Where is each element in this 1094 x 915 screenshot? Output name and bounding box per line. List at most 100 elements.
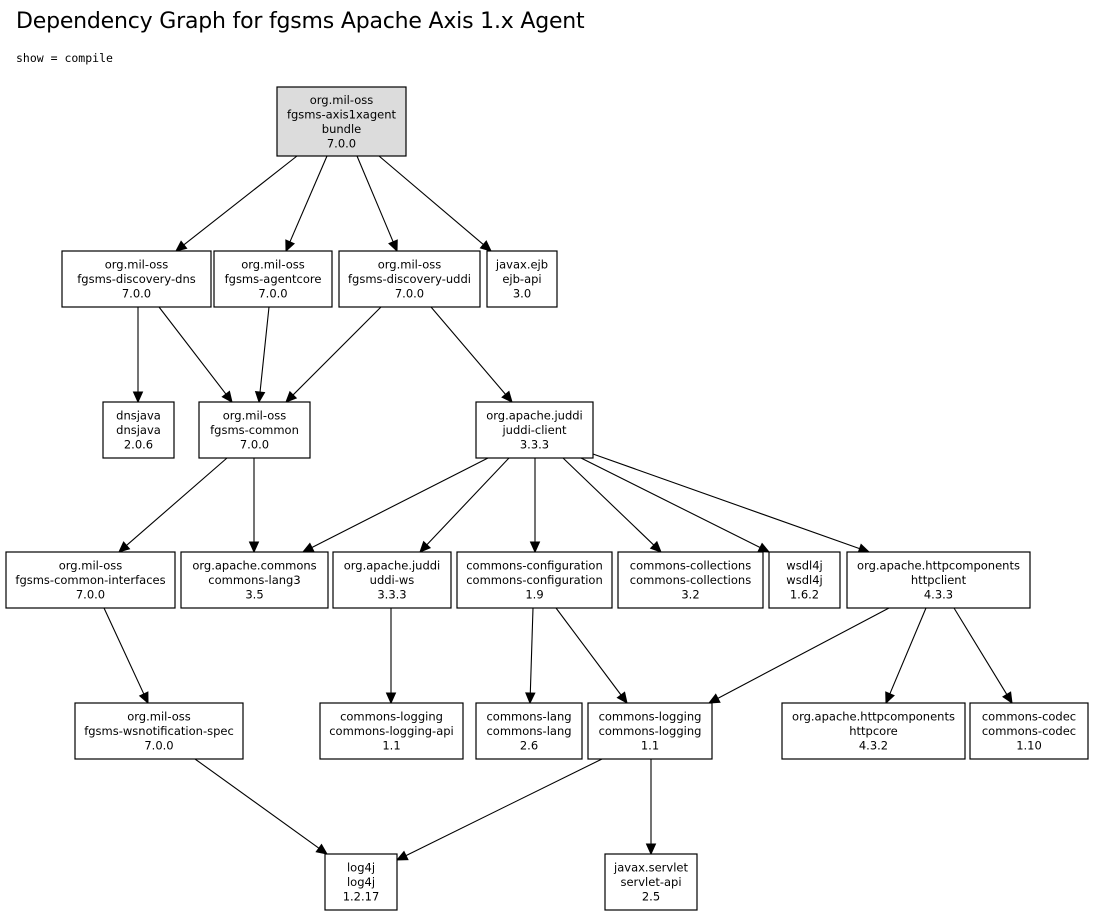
node-label-line: 2.6 xyxy=(520,739,538,753)
arrowhead-icon xyxy=(221,390,233,403)
node-box xyxy=(456,551,613,609)
node-label-line: commons-lang xyxy=(486,724,571,738)
node-label-line: 2.0.6 xyxy=(124,438,153,452)
node-box xyxy=(486,250,558,308)
node-label-line: org.mil-oss xyxy=(310,93,374,107)
edge-fgsms-common-to-common-interfaces xyxy=(118,457,228,553)
node-box xyxy=(475,702,583,760)
edge-juddi-client-to-commons-collections xyxy=(562,457,662,553)
arrowhead-icon xyxy=(385,692,397,705)
node-label-line: 7.0.0 xyxy=(240,438,269,452)
node-label-line: 1.2.17 xyxy=(343,890,380,904)
node-box xyxy=(180,551,329,609)
edge-line xyxy=(126,457,228,546)
edge-root-to-ejb-api xyxy=(378,155,492,252)
edge-discovery-dns-to-fgsms-common xyxy=(158,306,233,403)
edge-juddi-client-to-wsdl4j xyxy=(580,457,771,553)
edge-common-interfaces-to-wsnotification-spec xyxy=(103,607,149,705)
node-label-line: org.mil-oss xyxy=(127,710,191,724)
edge-line xyxy=(889,607,927,694)
node-label-line: org.mil-oss xyxy=(105,258,169,272)
edge-httpclient-to-httpcore xyxy=(885,607,927,705)
arrowhead-icon xyxy=(138,691,149,705)
arrowhead-icon xyxy=(395,850,409,861)
node-label-line: fgsms-wsnotification-spec xyxy=(84,724,234,738)
node-label-line: 1.1 xyxy=(382,739,400,753)
node-box xyxy=(198,401,311,459)
node-label-line: 3.3.3 xyxy=(377,588,406,602)
edge-juddi-client-to-httpclient xyxy=(592,453,871,554)
node-label-line: commons-logging xyxy=(599,724,702,738)
node-label-line: commons-configuration xyxy=(466,559,603,573)
node-label-line: javax.ejb xyxy=(495,258,548,272)
node-box xyxy=(846,551,1031,609)
edge-commons-logging-to-log4j xyxy=(395,758,603,861)
arrowhead-icon xyxy=(285,390,298,403)
node-label-line: org.mil-oss xyxy=(378,258,442,272)
edge-root-to-discovery-dns xyxy=(175,155,298,252)
edge-line xyxy=(426,457,510,546)
edge-line xyxy=(717,607,890,699)
arrowhead-icon xyxy=(529,541,541,554)
edge-line xyxy=(289,155,328,243)
node-label-line: dnsjava xyxy=(116,423,161,437)
node-label-line: 1.6.2 xyxy=(790,588,819,602)
arrowhead-icon xyxy=(645,843,657,856)
node-label-line: org.mil-oss xyxy=(241,258,305,272)
node-label-line: fgsms-discovery-dns xyxy=(77,272,195,286)
nodes-layer: org.mil-ossfgsms-axis1xagentbundle7.0.0o… xyxy=(5,86,1089,911)
arrowhead-icon xyxy=(525,692,536,705)
arrowhead-icon xyxy=(479,240,492,252)
node-label-line: fgsms-axis1xagent xyxy=(287,107,397,121)
node-label-line: 7.0.0 xyxy=(258,287,287,301)
edge-discovery-uddi-to-juddi-client xyxy=(430,306,513,403)
arrowhead-icon xyxy=(501,390,513,403)
node-label-line: ejb-api xyxy=(502,272,541,286)
node-label-line: commons-logging-api xyxy=(329,724,454,738)
node-label-line: org.mil-oss xyxy=(223,409,287,423)
node-commons-configuration: commons-configurationcommons-configurati… xyxy=(456,551,613,609)
edge-commons-logging-to-servlet-api xyxy=(645,759,657,856)
arrowhead-icon xyxy=(248,541,260,554)
node-label-line: commons-lang3 xyxy=(208,573,300,587)
edge-juddi-client-to-commons-configuration xyxy=(529,458,541,554)
edges-layer xyxy=(103,155,1013,861)
edge-httpclient-to-commons-logging xyxy=(707,607,890,704)
node-label-line: org.apache.httpcomponents xyxy=(792,710,955,724)
edge-commons-configuration-to-commons-logging xyxy=(555,607,628,704)
node-label-line: commons-collections xyxy=(630,559,751,573)
arrowhead-icon xyxy=(649,540,662,553)
edge-root-to-agentcore xyxy=(285,155,328,253)
arrowhead-icon xyxy=(301,542,315,553)
edge-line xyxy=(562,457,655,546)
arrowhead-icon xyxy=(1002,691,1013,705)
node-box xyxy=(338,250,481,308)
node-label-line: 7.0.0 xyxy=(122,287,151,301)
page-title: Dependency Graph for fgsms Apache Axis 1… xyxy=(16,9,585,34)
node-label-line: 3.3.3 xyxy=(520,438,549,452)
node-box xyxy=(617,551,764,609)
node-label-line: commons-codec xyxy=(982,710,1076,724)
arrowhead-icon xyxy=(707,693,721,704)
node-label-line: 3.5 xyxy=(245,588,263,602)
edge-line xyxy=(529,607,534,694)
node-label-line: commons-configuration xyxy=(466,573,603,587)
node-box xyxy=(604,853,698,911)
node-label-line: org.apache.httpcomponents xyxy=(857,559,1020,573)
edge-line xyxy=(292,306,382,396)
edge-juddi-client-to-uddi-ws xyxy=(419,457,510,553)
arrowhead-icon xyxy=(132,391,144,404)
edge-line xyxy=(592,453,860,550)
node-box xyxy=(969,702,1089,760)
